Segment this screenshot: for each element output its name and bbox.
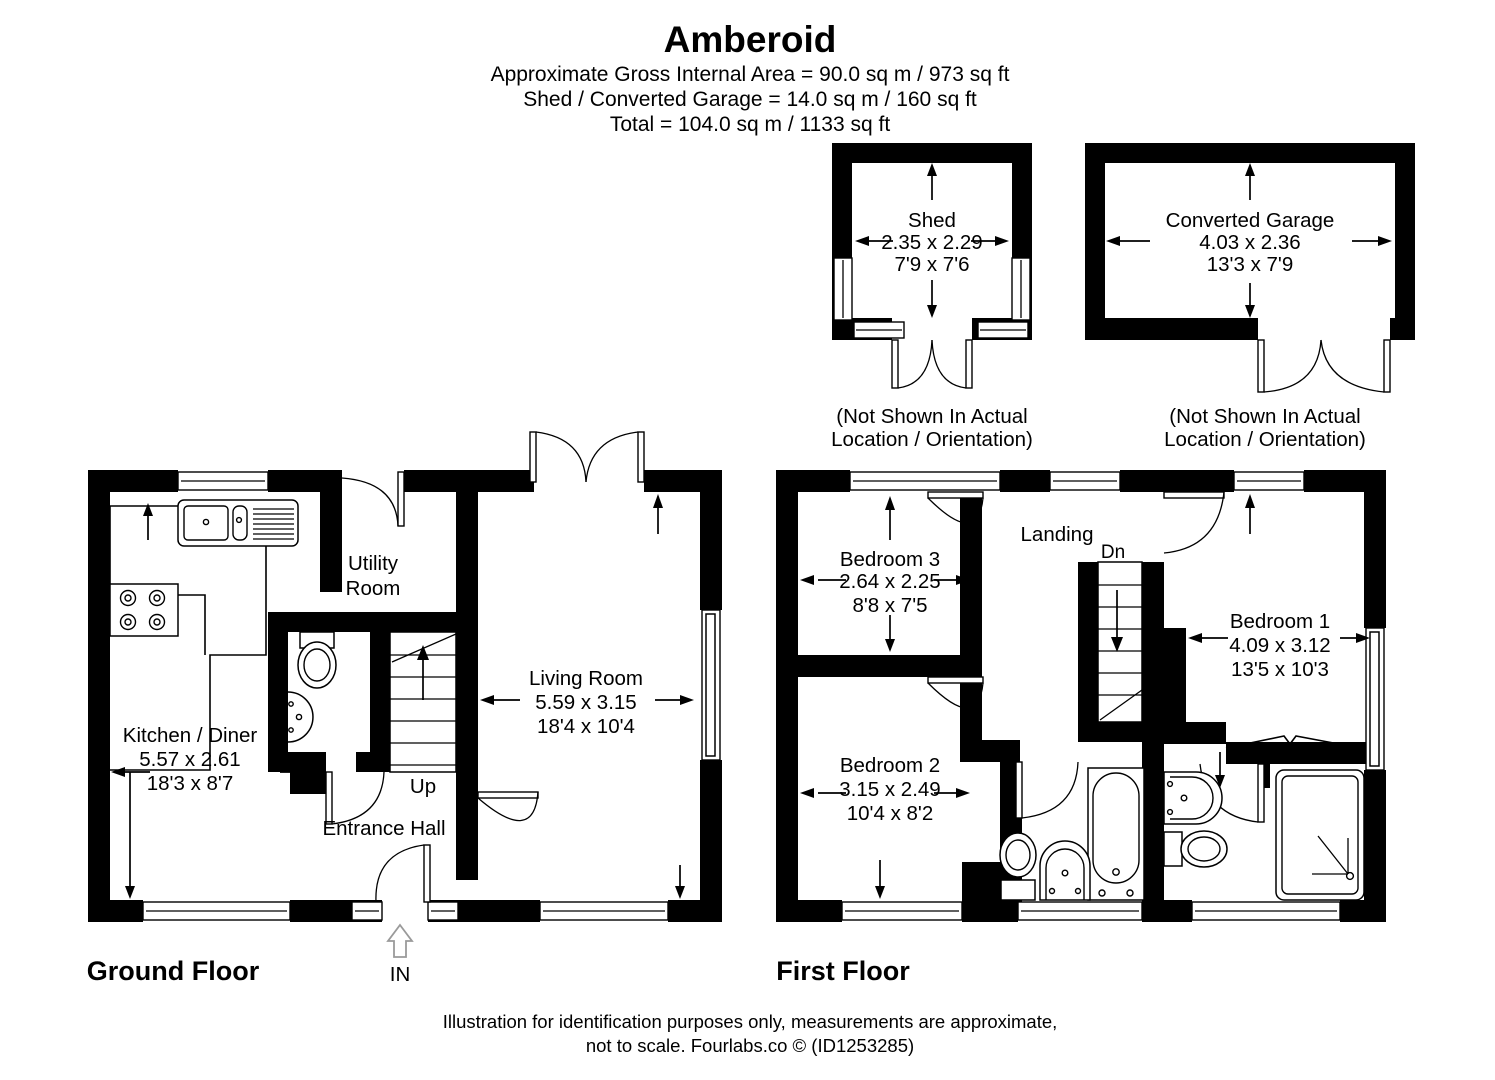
bedroom2-door[interactable] bbox=[927, 676, 984, 709]
entrance-door[interactable] bbox=[375, 844, 431, 903]
kitchen-imperial: 18'3 x 8'7 bbox=[147, 772, 233, 795]
first-floor-title: First Floor bbox=[776, 956, 910, 986]
first-floor-outer-walls bbox=[776, 470, 1386, 922]
bedroom2-metric: 3.15 x 2.49 bbox=[839, 778, 940, 801]
garage-dimension-arrows bbox=[1106, 163, 1392, 318]
garage-note-line2: Location / Orientation) bbox=[1164, 428, 1366, 451]
shed-double-doors bbox=[891, 339, 973, 389]
bedroom3-dimension-arrows bbox=[800, 496, 970, 652]
bathroom-toilet-icon bbox=[999, 832, 1037, 901]
living-room-imperial: 18'4 x 10'4 bbox=[537, 715, 635, 738]
ground-window-bottom-left bbox=[142, 901, 291, 921]
garage-note-line1: (Not Shown In Actual bbox=[1169, 405, 1360, 428]
first-floor-plan: Dn bbox=[776, 470, 1386, 986]
living-room-name: Living Room bbox=[529, 667, 643, 690]
wc-door[interactable] bbox=[325, 771, 385, 825]
entrance-hall-label: Entrance Hall bbox=[322, 817, 445, 840]
bedroom1-window-right bbox=[1365, 627, 1385, 771]
bedroom1-name: Bedroom 1 bbox=[1230, 610, 1330, 633]
ground-floor-title: Ground Floor bbox=[87, 956, 260, 986]
garage-name: Converted Garage bbox=[1166, 209, 1335, 232]
footer-line2: not to scale. Fourlabs.co © (ID1253285) bbox=[586, 1035, 914, 1056]
area-line-total: Total = 104.0 sq m / 1133 sq ft bbox=[610, 113, 891, 136]
garage-imperial: 13'3 x 7'9 bbox=[1207, 253, 1293, 276]
ensuite-shower-icon bbox=[1275, 769, 1365, 901]
shed-imperial: 7'9 x 7'6 bbox=[894, 253, 969, 276]
ground-window-bottom-right bbox=[539, 901, 669, 921]
shed-window-bottom-right bbox=[977, 321, 1029, 339]
ground-window-bottom-hall bbox=[427, 901, 459, 921]
bedroom1-metric: 4.09 x 3.12 bbox=[1229, 634, 1330, 657]
garage-walls bbox=[1085, 143, 1415, 340]
bedroom1-imperial: 13'5 x 10'3 bbox=[1231, 658, 1329, 681]
shed-window-bottom-left bbox=[853, 321, 905, 339]
wc-basin-icon bbox=[287, 691, 314, 743]
kitchen-window-top bbox=[177, 471, 269, 491]
shed-window-right bbox=[1011, 257, 1031, 321]
wc-toilet-icon bbox=[297, 631, 337, 689]
bedroom1-dimension-arrows bbox=[1188, 494, 1370, 788]
landing-label: Landing bbox=[1021, 523, 1094, 546]
ground-window-bottom-mid bbox=[351, 901, 383, 921]
area-line-gross: Approximate Gross Internal Area = 90.0 s… bbox=[491, 63, 1010, 86]
first-stairs-label: Dn bbox=[1101, 542, 1125, 563]
kitchen-sink-icon bbox=[177, 499, 299, 547]
first-window-top-left bbox=[849, 471, 1001, 491]
kitchen-name: Kitchen / Diner bbox=[123, 724, 258, 747]
living-room-window-right bbox=[701, 609, 721, 761]
kitchen-hob-icon bbox=[109, 583, 179, 637]
bedroom2-name: Bedroom 2 bbox=[840, 754, 940, 777]
shed-note-line2: Location / Orientation) bbox=[831, 428, 1033, 451]
in-arrow-icon bbox=[386, 923, 414, 958]
bedroom3-door[interactable] bbox=[927, 491, 984, 524]
bedroom1-door[interactable] bbox=[1163, 491, 1225, 554]
footer-line1: Illustration for identification purposes… bbox=[443, 1011, 1058, 1032]
bedroom3-name: Bedroom 3 bbox=[840, 548, 940, 571]
first-window-top-right bbox=[1164, 470, 1305, 492]
first-window-bottom-right bbox=[1191, 901, 1341, 921]
shed-metric: 2.35 x 2.29 bbox=[881, 231, 982, 254]
ensuite-toilet-icon bbox=[1163, 830, 1228, 868]
ground-stairs-label: Up bbox=[410, 775, 436, 798]
shed-plan: Shed 2.35 x 2.29 7'9 x 7'6 (Not Shown In… bbox=[831, 143, 1033, 451]
bedroom2-dimension-arrows bbox=[800, 788, 970, 899]
ground-floor-internal-walls bbox=[268, 470, 478, 880]
bedroom2-imperial: 10'4 x 8'2 bbox=[847, 802, 933, 825]
ensuite-basin-icon bbox=[1163, 771, 1223, 825]
utility-label-line2: Room bbox=[346, 577, 401, 600]
first-floor-staircase bbox=[1097, 561, 1143, 723]
entrance-in-label: IN bbox=[390, 963, 411, 986]
shed-dimension-arrows bbox=[855, 163, 1009, 318]
first-window-bottom-left bbox=[841, 901, 963, 921]
area-line-shed-garage: Shed / Converted Garage = 14.0 sq m / 16… bbox=[523, 88, 977, 111]
bathroom-door[interactable] bbox=[1015, 761, 1079, 819]
bedroom3-imperial: 8'8 x 7'5 bbox=[852, 594, 927, 617]
shed-name: Shed bbox=[908, 209, 956, 232]
garage-plan: Converted Garage 4.03 x 2.36 13'3 x 7'9 … bbox=[1085, 143, 1415, 451]
kitchen-dimension-arrows bbox=[111, 503, 322, 899]
bedroom3-metric: 2.64 x 2.25 bbox=[839, 570, 940, 593]
utility-label-line1: Utility bbox=[348, 552, 399, 575]
first-window-bottom-mid bbox=[1017, 901, 1143, 921]
garage-double-doors bbox=[1257, 339, 1391, 393]
first-window-top-mid bbox=[1049, 471, 1121, 491]
ground-floor-staircase bbox=[389, 631, 457, 773]
ground-floor-outer-walls bbox=[88, 470, 722, 922]
bedroom1-alcove bbox=[1225, 735, 1361, 749]
utility-door[interactable] bbox=[341, 471, 405, 527]
ground-floor-plan: IN bbox=[87, 431, 722, 986]
shed-window-left bbox=[833, 257, 853, 321]
shed-note-line1: (Not Shown In Actual bbox=[836, 405, 1027, 428]
living-room-french-doors[interactable] bbox=[529, 431, 645, 483]
living-room-dimension-arrows bbox=[480, 494, 694, 899]
kitchen-metric: 5.57 x 2.61 bbox=[139, 748, 240, 771]
page-title: Amberoid bbox=[664, 19, 837, 60]
garage-metric: 4.03 x 2.36 bbox=[1199, 231, 1300, 254]
living-room-door[interactable] bbox=[477, 791, 539, 822]
living-room-metric: 5.59 x 3.15 bbox=[535, 691, 636, 714]
bathroom-bathtub-icon bbox=[1087, 767, 1145, 901]
bathroom-basin-icon bbox=[1039, 840, 1091, 901]
